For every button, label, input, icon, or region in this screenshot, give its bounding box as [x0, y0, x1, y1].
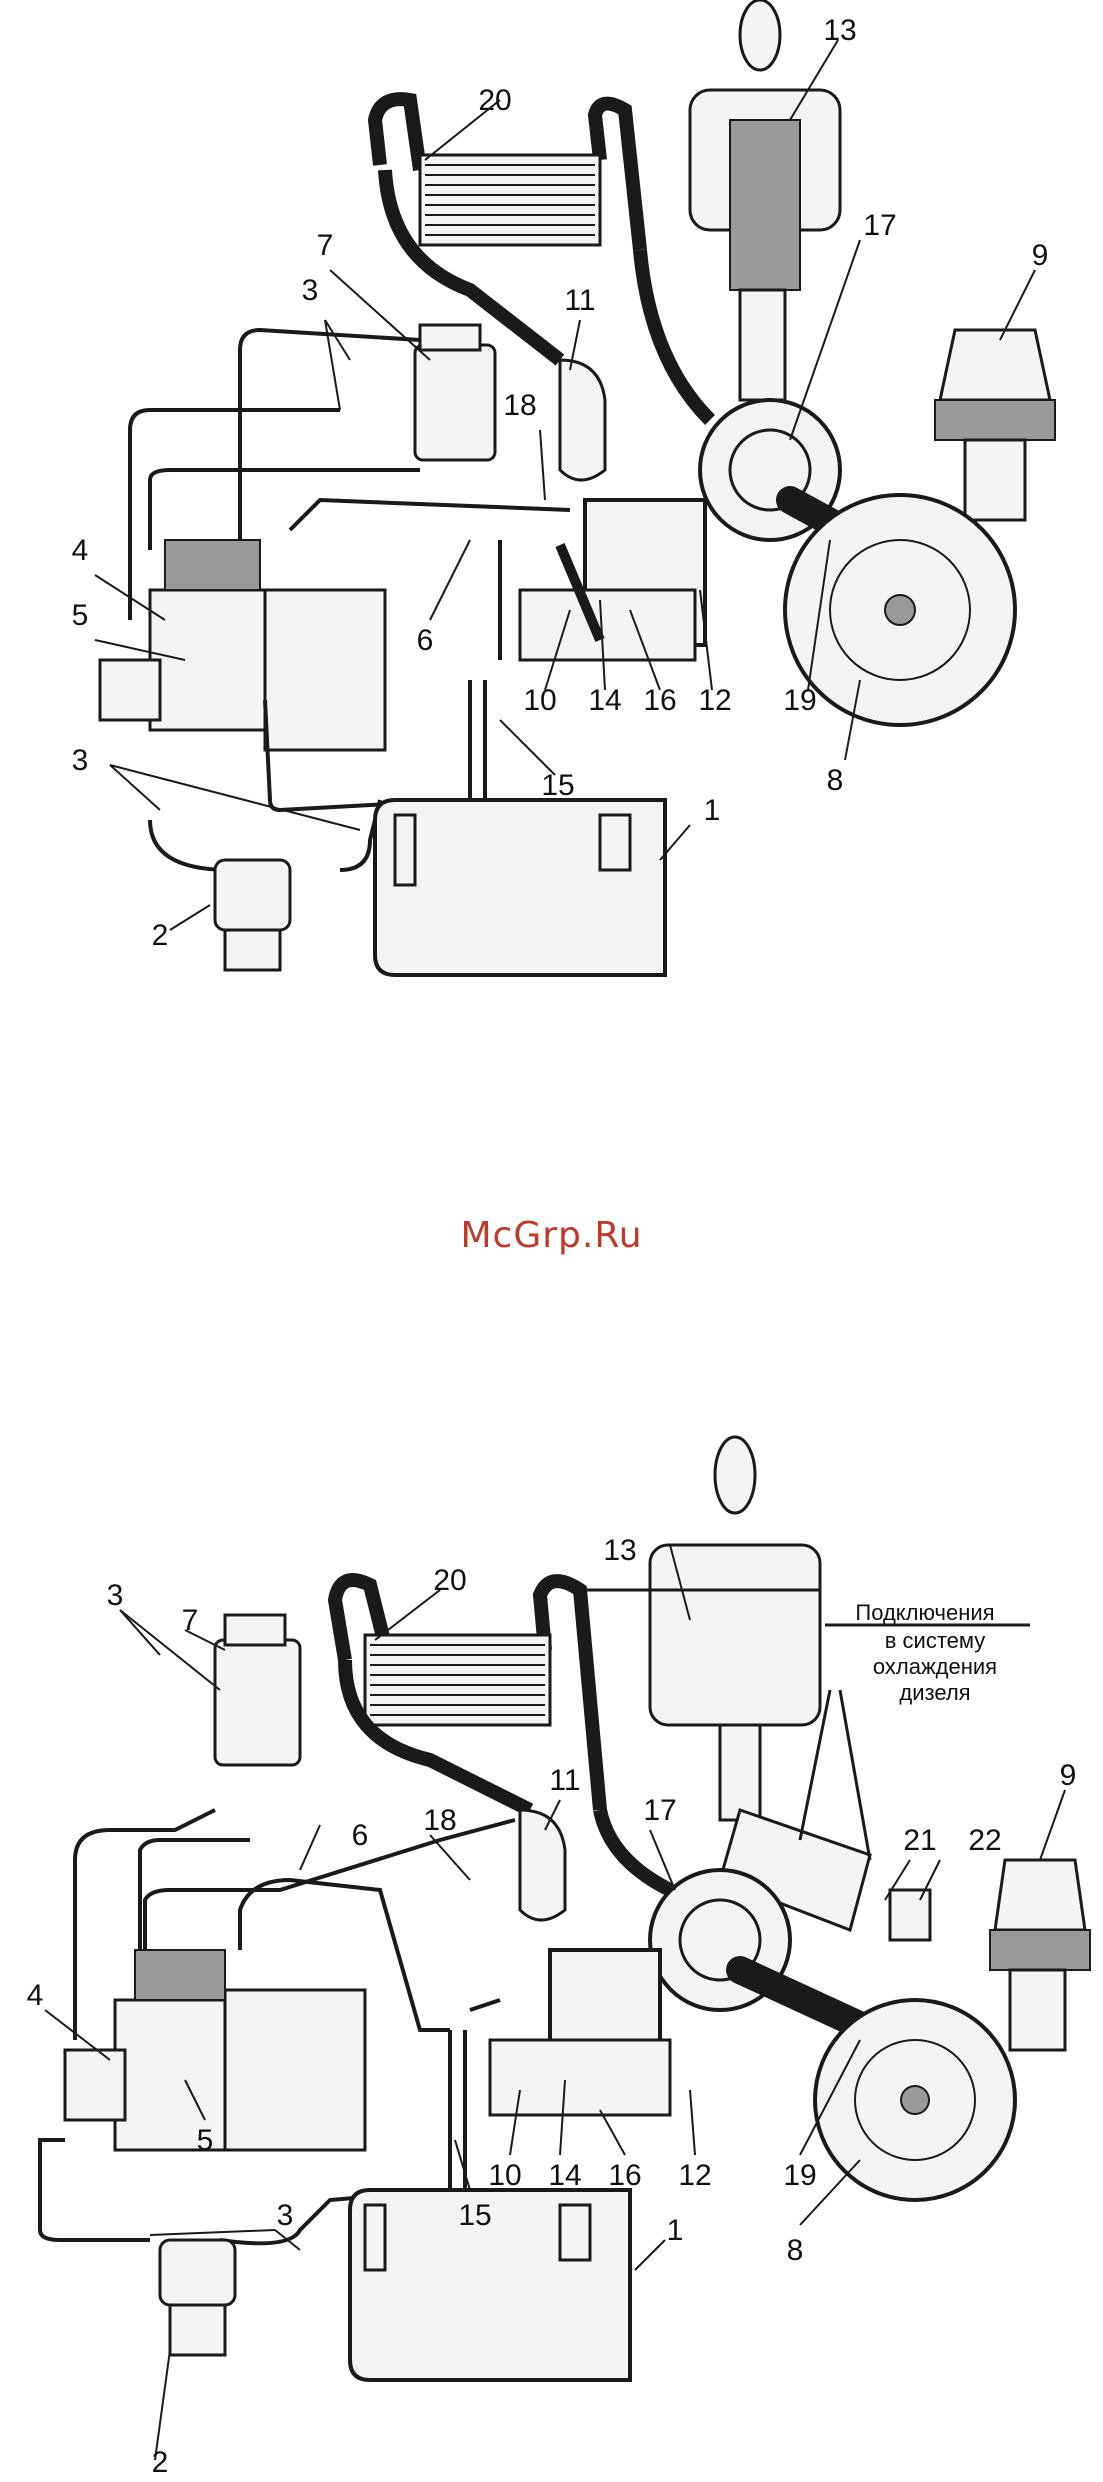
label-7: 7: [317, 229, 334, 262]
label-4: 4: [72, 534, 89, 567]
label-1: 1: [704, 794, 721, 827]
watermark: McGrp.Ru: [0, 1215, 1103, 1256]
label-3b: 3: [72, 744, 89, 777]
label-22: 22: [968, 1824, 1001, 1857]
diagram-bottom-svg: Подключения в систему охлаждения дизеля …: [0, 1390, 1103, 2482]
label-1: 1: [667, 2214, 684, 2247]
pre-cleaner: [935, 330, 1055, 520]
fine-fuel-filter: [415, 325, 495, 460]
valve: [890, 1890, 930, 1940]
cooling-connection-note: Подключения в систему охлаждения дизеля: [855, 1600, 997, 1705]
label-6: 6: [417, 624, 434, 657]
label-11: 11: [564, 284, 595, 317]
label-16: 16: [643, 684, 676, 717]
coarse-fuel-filter: [160, 2240, 235, 2355]
label-2: 2: [152, 919, 169, 952]
air-cleaner: [815, 2000, 1015, 2200]
fine-fuel-filter: [215, 1615, 300, 1765]
label-10: 10: [488, 2159, 521, 2192]
coarse-fuel-filter: [215, 860, 290, 970]
note-line-4: дизеля: [899, 1680, 970, 1705]
label-3a: 3: [107, 1579, 124, 1612]
charge-air-cooler: [335, 1580, 670, 1890]
label-18: 18: [423, 1804, 456, 1837]
fuel-air-system-diagram-bottom: Подключения в систему охлаждения дизеля …: [0, 1390, 1103, 2482]
pre-cleaner: [990, 1860, 1090, 2050]
engine-head: [490, 1950, 670, 2115]
label-5: 5: [72, 599, 89, 632]
label-8: 8: [827, 764, 844, 797]
label-9: 9: [1032, 239, 1049, 272]
label-14: 14: [548, 2159, 581, 2192]
note-line-1: Подключения: [855, 1600, 994, 1625]
engine-head: [520, 500, 705, 660]
air-intake-cleaner: [690, 0, 840, 400]
fuel-air-system-diagram-top: 1 2 3 3 4 5 6 7 8 9 10 11 12 13 14 15 16…: [0, 0, 1103, 1010]
injection-pump: [100, 540, 385, 750]
label-5: 5: [197, 2124, 214, 2157]
label-15: 15: [458, 2199, 491, 2232]
label-20: 20: [478, 84, 511, 117]
injection-pump: [65, 1950, 365, 2150]
label-12: 12: [678, 2159, 711, 2192]
label-9: 9: [1060, 1759, 1077, 1792]
label-19: 19: [783, 2159, 816, 2192]
intake-fitting: [520, 1810, 565, 1920]
label-13: 13: [603, 1534, 636, 1567]
label-8: 8: [787, 2234, 804, 2267]
label-6: 6: [352, 1819, 369, 1852]
label-2: 2: [152, 2446, 169, 2479]
diagram-top-svg: 1 2 3 3 4 5 6 7 8 9 10 11 12 13 14 15 16…: [0, 0, 1103, 1010]
label-7: 7: [182, 1604, 199, 1637]
label-19: 19: [783, 684, 816, 717]
intake-fitting: [560, 360, 605, 480]
label-3a: 3: [302, 274, 319, 307]
label-20: 20: [433, 1564, 466, 1597]
label-11: 11: [549, 1764, 580, 1797]
label-13: 13: [823, 14, 856, 47]
label-18: 18: [503, 389, 536, 422]
label-17: 17: [863, 209, 896, 242]
label-14: 14: [588, 684, 621, 717]
label-4: 4: [27, 1979, 44, 2012]
fuel-tank: [375, 800, 665, 975]
air-intake-cleaner: [650, 1437, 820, 1820]
label-15: 15: [541, 769, 574, 802]
note-line-2: в систему: [885, 1628, 986, 1653]
label-16: 16: [608, 2159, 641, 2192]
label-21: 21: [903, 1824, 936, 1857]
label-3b: 3: [277, 2199, 294, 2232]
label-10: 10: [523, 684, 556, 717]
note-line-3: охлаждения: [873, 1654, 997, 1679]
label-12: 12: [698, 684, 731, 717]
label-17: 17: [643, 1794, 676, 1827]
